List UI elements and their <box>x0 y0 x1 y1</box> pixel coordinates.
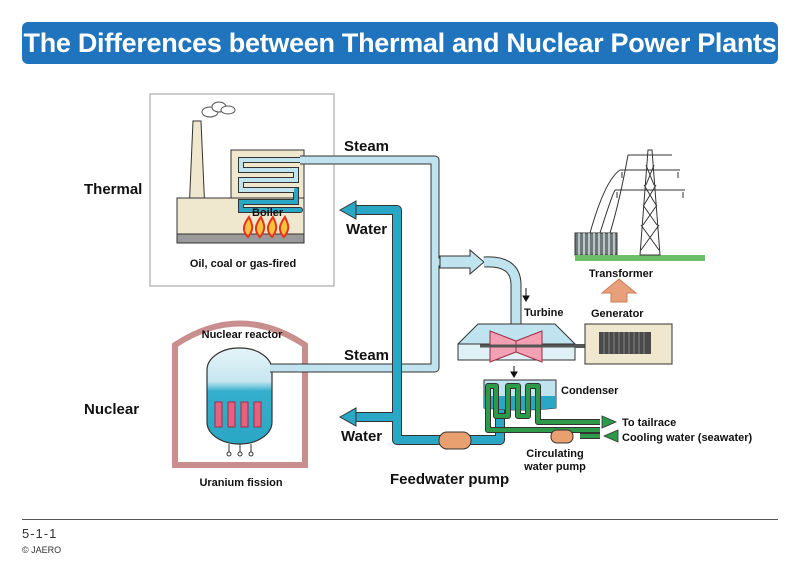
circ-pump-label-1: Circulating <box>526 448 583 460</box>
transformer <box>574 232 705 261</box>
circ-pump-label-2: water pump <box>523 461 586 473</box>
fission-label: Uranium fission <box>199 477 282 489</box>
cooling-water-label: Cooling water (seawater) <box>622 432 753 444</box>
page-number: 5-1-1 <box>22 526 58 541</box>
flame-icon <box>242 214 290 239</box>
circulating-water-pump <box>550 429 574 444</box>
transformer-label: Transformer <box>589 268 654 280</box>
generator-label: Generator <box>591 308 644 320</box>
power-up-arrow-icon <box>600 278 638 303</box>
water-pipes <box>355 205 505 445</box>
cooling-inlet-arrow-icon <box>602 429 619 443</box>
boiler-label: Boiler <box>252 207 284 219</box>
fuel-label: Oil, coal or gas-fired <box>190 258 296 270</box>
condenser-label: Condenser <box>561 385 619 397</box>
water-arrow-icon <box>338 200 357 427</box>
steam-label-bottom: Steam <box>344 347 389 364</box>
copyright: © JAERO <box>22 545 62 555</box>
generator <box>584 323 673 365</box>
cooling-water-pipe <box>485 383 600 439</box>
steam-merge-arrow <box>439 248 485 276</box>
water-label-top: Water <box>346 221 387 238</box>
page-title: The Differences between Thermal and Nucl… <box>22 22 778 64</box>
flow-arrow-down-icon <box>510 288 530 378</box>
transmission-tower <box>589 149 685 256</box>
nuclear-label: Nuclear <box>84 401 139 418</box>
footer-divider <box>22 519 778 520</box>
control-rod-drives <box>226 444 254 457</box>
boiler-coil <box>238 157 303 213</box>
tailrace-label: To tailrace <box>622 417 676 429</box>
steam-label-top: Steam <box>344 138 389 155</box>
feedwater-pump-label: Feedwater pump <box>390 471 509 488</box>
fuel-rods <box>214 401 262 428</box>
water-label-bottom: Water <box>341 428 382 445</box>
reactor-label: Nuclear reactor <box>202 329 283 341</box>
smoke-icon <box>201 101 236 118</box>
turbine-label: Turbine <box>524 307 564 319</box>
tailrace-arrow-icon <box>601 415 618 429</box>
turbine <box>457 323 600 363</box>
thermal-label: Thermal <box>84 181 142 198</box>
reactor-vessel <box>206 347 273 445</box>
feedwater-pump <box>438 431 472 450</box>
